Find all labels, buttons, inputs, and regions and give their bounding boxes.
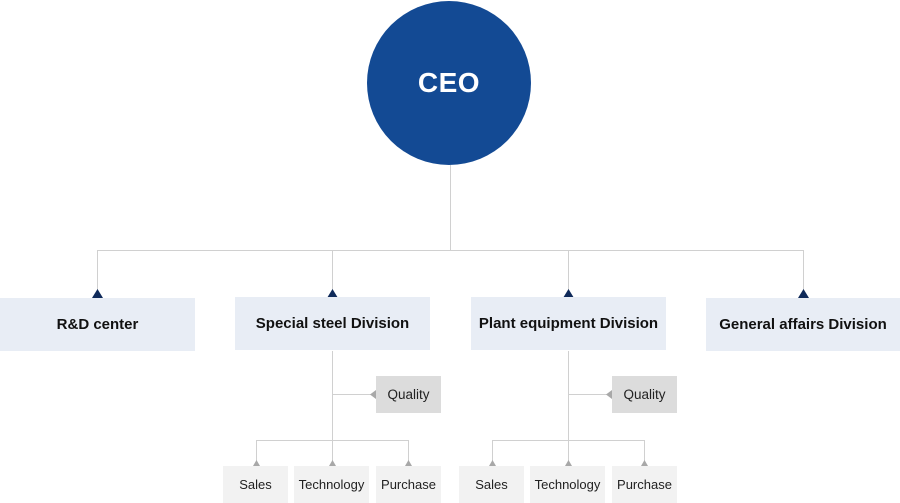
ceo-node: CEO (367, 1, 531, 165)
division-special-steel: Special steel Division (235, 297, 430, 350)
department-label: Technology (534, 477, 601, 492)
department-label: Purchase (617, 477, 672, 492)
ceo-label: CEO (417, 67, 481, 98)
quality-label: Quality (623, 387, 666, 402)
plant-equipment-technology: Technology (530, 466, 605, 503)
division-label: General affairs Division (719, 316, 887, 333)
arrow-plant-equipment (563, 289, 574, 298)
department-label: Purchase (381, 477, 436, 492)
plant-equipment-quality: Quality (612, 376, 677, 413)
quality-label: Quality (387, 387, 430, 402)
division-plant-equipment: Plant equipment Division (471, 297, 666, 350)
special-steel-quality: Quality (376, 376, 441, 413)
arrow-general-affairs (798, 289, 809, 298)
department-label: Sales (239, 477, 272, 492)
division-rd-center: R&D center (0, 298, 195, 351)
department-label: Technology (298, 477, 365, 492)
special-steel-sales: Sales (223, 466, 288, 503)
division-label: Special steel Division (255, 315, 410, 332)
special-steel-technology: Technology (294, 466, 369, 503)
division-label: Plant equipment Division (478, 315, 659, 332)
division-label: R&D center (56, 316, 139, 333)
division-general-affairs: General affairs Division (706, 298, 900, 351)
department-label: Sales (475, 477, 508, 492)
special-steel-purchase: Purchase (376, 466, 441, 503)
plant-equipment-purchase: Purchase (612, 466, 677, 503)
arrow-rd (92, 289, 103, 298)
plant-equipment-sales: Sales (459, 466, 524, 503)
arrow-special-steel (327, 289, 338, 298)
